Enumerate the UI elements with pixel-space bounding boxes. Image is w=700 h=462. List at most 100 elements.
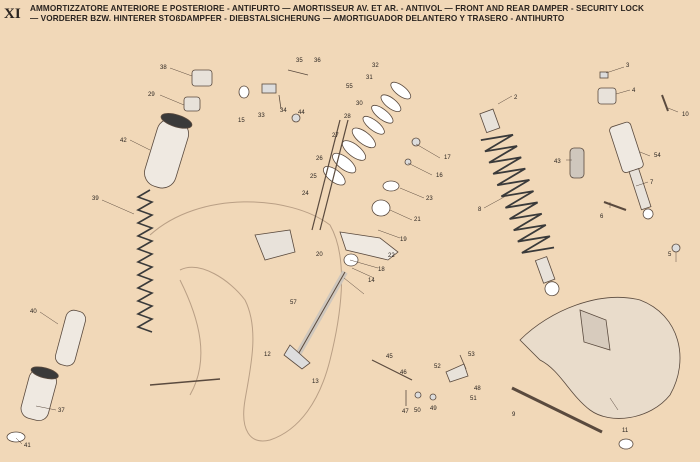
bolt-33 (261, 83, 277, 94)
part-label: 28 (344, 114, 351, 120)
swing-arm (519, 297, 681, 419)
part-label: 51 (470, 396, 477, 402)
rear-damper-small (609, 121, 654, 220)
part-label: 4 (632, 88, 636, 94)
part-label: 23 (426, 196, 433, 202)
bolt-9 (511, 386, 603, 434)
part-label: 46 (400, 370, 407, 376)
part-label: 16 (436, 173, 443, 179)
steering-tube-2 (319, 119, 349, 231)
fork-mount-22 (339, 231, 399, 261)
bracket (254, 229, 296, 261)
part-label: 45 (386, 354, 393, 360)
part-label: 54 (654, 153, 661, 159)
part-label: 35 (296, 58, 303, 64)
nut-44 (291, 113, 301, 123)
frame-outline (149, 201, 343, 442)
part-label: 17 (444, 155, 451, 161)
part-label: 36 (314, 58, 321, 64)
front-ring (6, 431, 26, 443)
front-damper-tube (144, 113, 193, 189)
part-label: 7 (650, 180, 654, 186)
part-label: 55 (346, 84, 353, 90)
rear-damper (479, 108, 560, 297)
part-label: 48 (474, 386, 481, 392)
part-label: 3 (626, 63, 630, 69)
part-label: 42 (120, 138, 127, 144)
part-label: 41 (24, 443, 31, 449)
part-label: 31 (366, 75, 373, 81)
nut-50 (414, 391, 422, 399)
nut-5 (671, 243, 681, 253)
axle (149, 378, 221, 386)
part-label: 27 (332, 133, 339, 139)
part-label: 47 (402, 409, 409, 415)
part-label: 6 (600, 214, 604, 220)
part-43 (569, 147, 585, 179)
washer-23 (382, 180, 400, 192)
part-label: 44 (298, 110, 305, 116)
part-label: 37 (58, 408, 65, 414)
swing-arm-detail (579, 309, 611, 351)
part-label: 30 (356, 101, 363, 107)
part-label: 40 (30, 309, 37, 315)
part-label: 39 (92, 196, 99, 202)
part-3 (599, 71, 609, 79)
part-label: 13 (312, 379, 319, 385)
part-label: 21 (414, 217, 421, 223)
pin-46 (371, 359, 413, 381)
bush-21 (371, 199, 391, 217)
part-label: 34 (280, 108, 287, 114)
title-line-1: AMMORTIZZATORE ANTERIORE E POSTERIORE - … (30, 4, 645, 13)
part-label: 24 (302, 191, 309, 197)
pin-34 (278, 94, 282, 110)
part-label: 14 (368, 278, 375, 284)
part-label: 8 (478, 207, 482, 213)
lever-53 (445, 363, 469, 383)
part-label: 57 (290, 300, 297, 306)
part-label: 52 (434, 364, 441, 370)
part-label: 18 (378, 267, 385, 273)
front-spring (136, 189, 154, 333)
part-label: 29 (148, 92, 155, 98)
part-label: 11 (622, 428, 629, 434)
part-label: 22 (388, 253, 395, 259)
clip-52 (459, 354, 467, 370)
front-bottom-bush (20, 366, 59, 422)
bush-20 (343, 253, 359, 267)
part-label: 10 (682, 112, 689, 118)
fork-arm-outline (179, 279, 202, 396)
part-number-labels: 38 29 42 39 40 37 41 15 33 35 36 34 44 3… (24, 58, 689, 449)
part-label: 20 (316, 252, 323, 258)
pin-35 (287, 69, 309, 76)
diagram-title: AMMORTIZZATORE ANTERIORE E POSTERIORE - … (30, 4, 698, 24)
part-label: 19 (400, 237, 407, 243)
part-4 (597, 87, 617, 105)
part-label: 26 (316, 156, 323, 162)
title-line-2: — VORDERER BZW. HINTERER STOßDAMPFER - D… (30, 14, 565, 23)
front-lower-tube (55, 309, 87, 367)
bolt-6 (603, 201, 627, 211)
part-label: 15 (238, 118, 245, 124)
part-label: 49 (430, 406, 437, 412)
nut-17 (411, 137, 421, 147)
part-label: 2 (514, 95, 518, 101)
part-label: 32 (372, 63, 379, 69)
part-label: 12 (264, 352, 271, 358)
front-cap-part (183, 69, 213, 112)
part-label: 38 (160, 65, 167, 71)
part-label: 9 (512, 412, 516, 418)
nut-49 (429, 393, 437, 401)
part-label: 33 (258, 113, 265, 119)
plate-number: XI (4, 6, 21, 22)
part-label: 50 (414, 408, 421, 414)
washer-11 (618, 438, 634, 450)
fork-link (283, 344, 311, 370)
part-label: 25 (310, 174, 317, 180)
part-label: 5 (668, 252, 672, 258)
pin-10 (661, 94, 669, 112)
part-label: 53 (468, 352, 475, 358)
part-label: 43 (554, 159, 561, 165)
